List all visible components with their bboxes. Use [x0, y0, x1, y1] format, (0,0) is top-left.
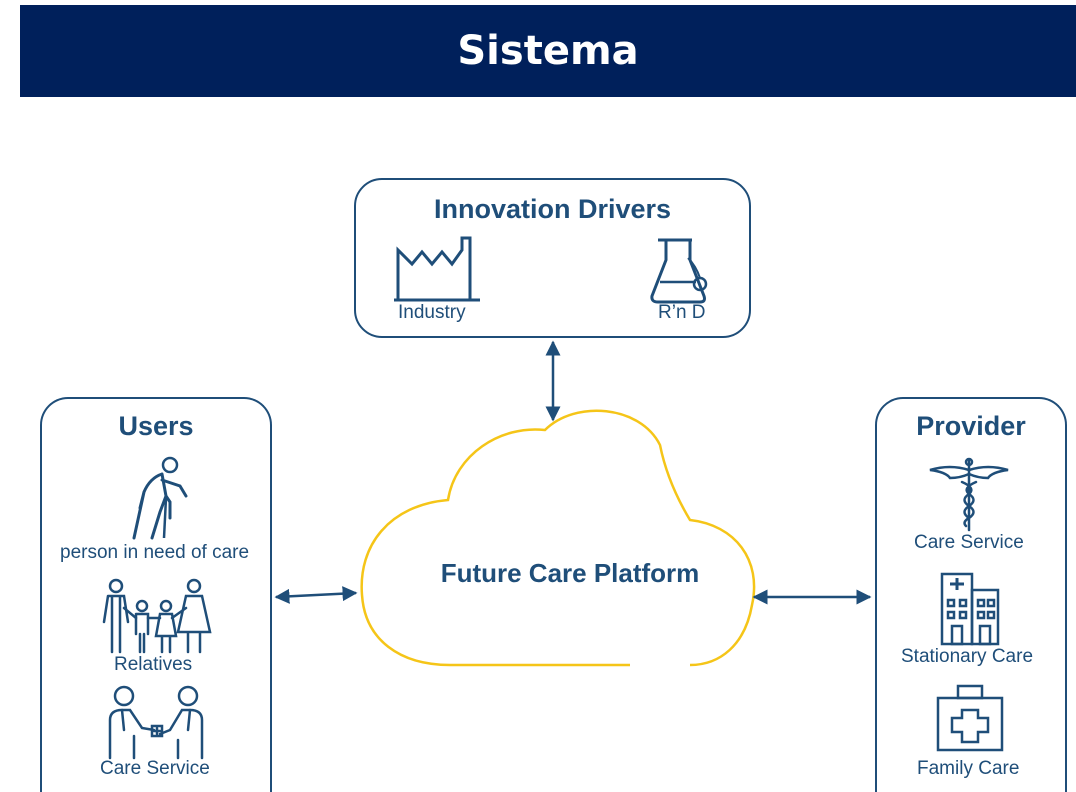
header-banner: Sistema: [20, 5, 1076, 97]
factory-icon: [394, 236, 480, 302]
rnd-label: R’n D: [658, 302, 706, 323]
caduceus-icon: [929, 457, 1009, 532]
handshake-icon: [108, 685, 204, 760]
innovation-drivers-title: Innovation Drivers: [433, 194, 672, 224]
person-in-need-label: person in need of care: [60, 542, 250, 563]
arrow-users-platform: [274, 586, 358, 604]
hospital-building-icon: [940, 572, 1000, 646]
cloud-shape: [360, 409, 756, 667]
family-care-label: Family Care: [917, 758, 1020, 779]
innovation-drivers-box: Innovation Drivers: [354, 178, 751, 338]
relatives-label: Relatives: [114, 654, 193, 675]
users-title: Users: [118, 411, 194, 441]
elderly-person-icon: [132, 456, 188, 540]
industry-label: Industry: [398, 302, 466, 323]
stationary-care-label: Stationary Care: [901, 646, 1034, 667]
flask-icon: [650, 238, 708, 304]
family-icon: [102, 578, 212, 654]
provider-care-service-label: Care Service: [914, 532, 1024, 553]
medical-kit-icon: [936, 684, 1004, 752]
provider-title: Provider: [916, 411, 1026, 441]
page-title: Sistema: [457, 28, 639, 74]
users-care-service-label: Care Service: [100, 758, 210, 779]
platform-label: Future Care Platform: [440, 558, 700, 588]
